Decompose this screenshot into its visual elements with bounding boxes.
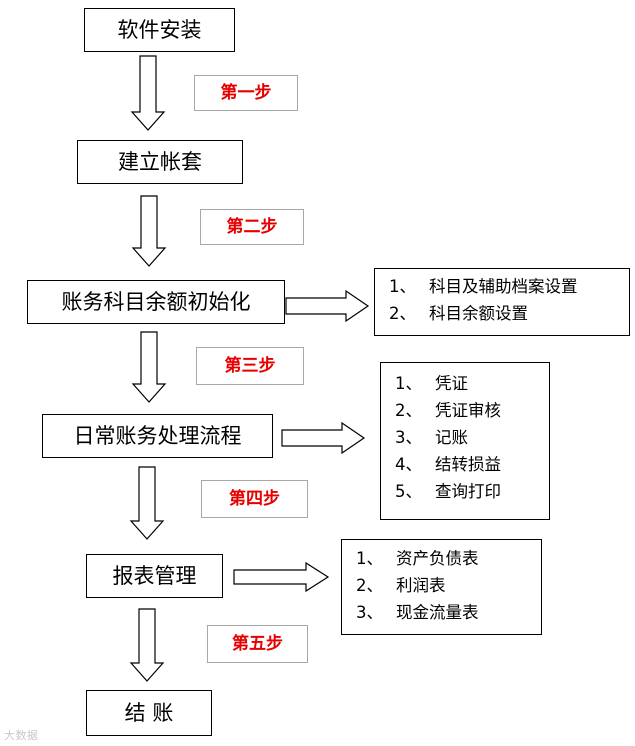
list-item: 1、凭证	[395, 374, 468, 393]
down-arrow-5	[129, 608, 165, 682]
list-item: 1、资产负债表	[356, 549, 479, 568]
step-label-4: 第四步	[201, 480, 308, 518]
step-label-3: 第三步	[196, 347, 304, 385]
down-arrow-2	[131, 195, 167, 267]
down-arrow-3	[131, 331, 167, 403]
list-item: 2、科目余额设置	[389, 304, 528, 323]
list-item: 3、现金流量表	[356, 603, 479, 622]
step-box-daily-process: 日常账务处理流程	[42, 414, 273, 458]
list-item: 2、凭证审核	[395, 401, 501, 420]
step-label-2: 第二步	[200, 209, 304, 245]
note-report-management: 1、资产负债表 2、利润表 3、现金流量表	[341, 539, 542, 635]
step-label-5: 第五步	[207, 625, 308, 663]
step-box-install: 软件安装	[84, 8, 235, 52]
note-list: 1、凭证 2、凭证审核 3、记账 4、结转损益 5、查询打印	[395, 370, 549, 505]
list-item: 4、结转损益	[395, 455, 501, 474]
note-list: 1、科目及辅助档案设置 2、科目余额设置	[389, 273, 629, 327]
note-balance-init: 1、科目及辅助档案设置 2、科目余额设置	[374, 268, 630, 336]
right-arrow-3	[233, 561, 330, 593]
step-box-report-management: 报表管理	[86, 554, 223, 598]
note-list: 1、资产负债表 2、利润表 3、现金流量表	[356, 545, 541, 626]
down-arrow-4	[129, 466, 165, 540]
down-arrow-1	[130, 55, 166, 131]
step-box-create-account-set: 建立帐套	[77, 140, 243, 184]
watermark: 大数据	[4, 729, 39, 742]
step-box-balance-init: 账务科目余额初始化	[27, 280, 285, 324]
list-item: 1、科目及辅助档案设置	[389, 277, 578, 296]
right-arrow-1	[285, 289, 370, 323]
right-arrow-2	[281, 421, 366, 455]
note-daily-process: 1、凭证 2、凭证审核 3、记账 4、结转损益 5、查询打印	[380, 362, 550, 520]
list-item: 2、利润表	[356, 576, 446, 595]
list-item: 5、查询打印	[395, 482, 501, 501]
step-label-1: 第一步	[194, 75, 298, 111]
step-box-closing: 结 账	[86, 690, 212, 736]
list-item: 3、记账	[395, 428, 468, 447]
